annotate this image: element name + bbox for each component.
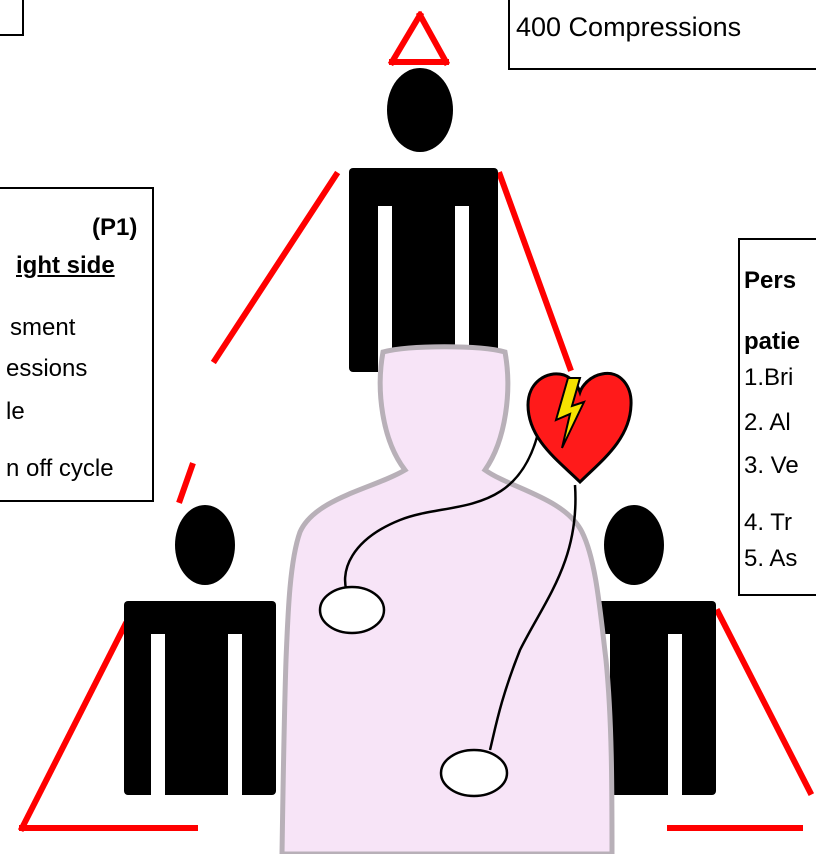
right-diagonal [500,175,570,368]
right-box-item: 5. As [744,545,797,573]
top-left-box [0,0,24,36]
left-diagonal [215,175,336,360]
person-icon [124,505,276,795]
right-box-item: 3. Ve [744,452,799,480]
person-right-box: Pers patie 1.Bri 2. Al 3. Ve 4. Tr 5. As [738,238,816,596]
person-icon [349,68,498,372]
right-box-item: 4. Tr [744,509,792,537]
heart-defibrillator-icon [528,373,631,482]
p1-item: n off cycle [6,457,114,481]
electrode-pad-icon [320,587,384,633]
bottom-right-diagonal [718,612,810,792]
left-short-diagonal [180,466,192,500]
right-box-item: 2. Al [744,409,791,437]
p1-subtitle: ight side [16,254,115,278]
top-triangle-right-edge [420,15,446,62]
right-box-item: 1.Bri [744,364,793,392]
compressions-box: 400 Compressions [508,0,816,70]
p1-item: essions [6,357,87,381]
right-box-title: Pers [744,267,796,295]
electrode-pad-icon [441,750,507,796]
p1-title: (P1) [92,216,137,240]
top-triangle-left-edge [392,15,420,62]
p1-item: le [6,400,25,424]
bottom-left-diagonal [22,625,125,828]
person-1-box: (P1) ight side sment essions le n off cy… [0,187,154,502]
right-box-title-2: patie [744,328,800,356]
p1-item: sment [10,316,75,340]
compressions-text: 400 Compressions [516,12,741,42]
